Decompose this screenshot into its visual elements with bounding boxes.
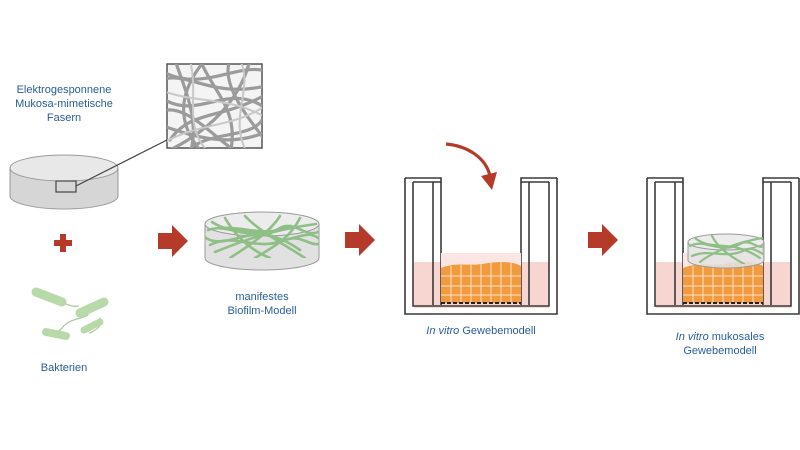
transwell-tissue [404,177,558,315]
fiber-dish [9,139,168,210]
plus-icon [54,234,72,252]
transwell-mucosal [646,177,800,315]
label-biofilm: manifestes Biofilm-Modell [227,291,297,317]
fiber-mesh-icon [166,63,263,149]
label-fibers: Elektrogesponnene Mukosa-mimetische Fase… [15,84,113,124]
right-arrow-icon [158,225,188,257]
right-arrow-icon [588,224,618,256]
right-arrow-icon [345,224,375,256]
biofilm-dish [204,211,320,271]
label-mucosal-model: In vitro mukosales Gewebemodell [675,331,765,357]
label-tissue-model: In vitro Gewebemodell [426,325,536,337]
label-bacteria: Bakterien [40,362,88,374]
bacteria-icon [31,287,109,340]
curved-arrow-icon [445,142,497,190]
